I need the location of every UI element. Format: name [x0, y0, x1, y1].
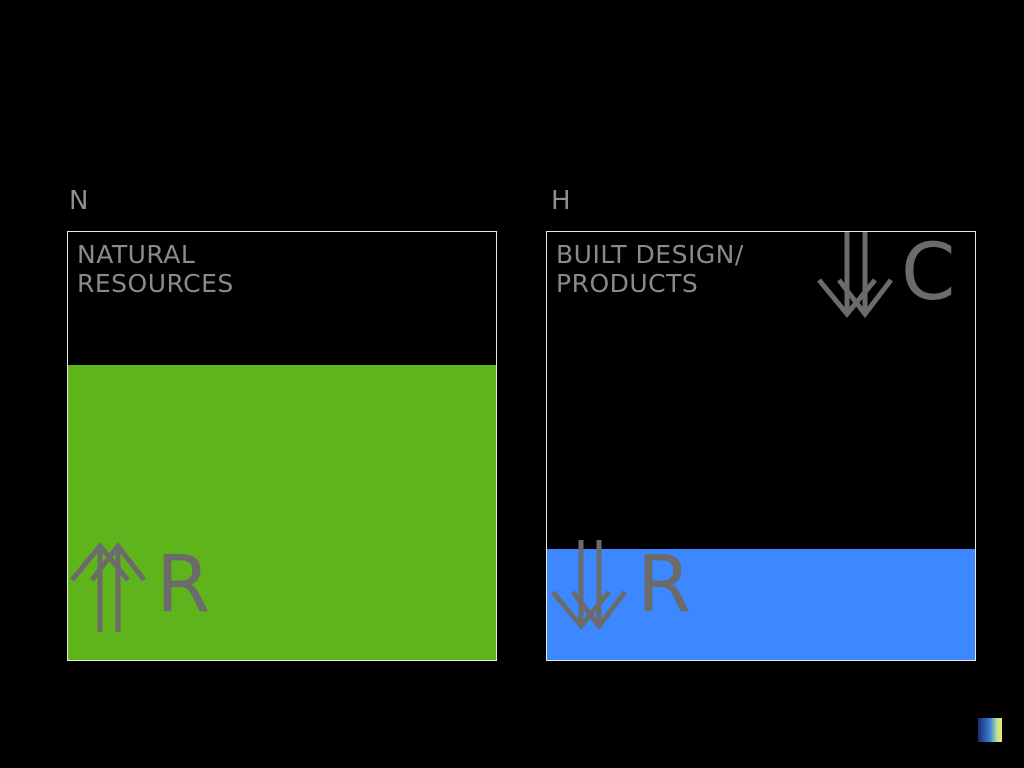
- double-down-arrow-icon: [817, 232, 893, 319]
- panel-label-n: N: [69, 186, 90, 216]
- r-glyph: R: [156, 540, 211, 630]
- r-glyph: R: [637, 540, 692, 630]
- natural-resources-fill: [68, 364, 496, 660]
- gradient-swatch-icon: [978, 718, 1002, 742]
- built-design-products-panel: BUILT DESIGN/ PRODUCTS R C: [546, 231, 976, 661]
- panel-label-h: H: [551, 186, 572, 216]
- built-design-products-title: BUILT DESIGN/ PRODUCTS: [556, 240, 744, 298]
- natural-resources-panel: NATURAL RESOURCES R: [67, 231, 497, 661]
- c-glyph: C: [901, 231, 956, 318]
- double-down-arrow-icon: [551, 540, 627, 631]
- natural-resources-title: NATURAL RESOURCES: [77, 240, 234, 298]
- double-up-arrow-icon: [70, 541, 146, 632]
